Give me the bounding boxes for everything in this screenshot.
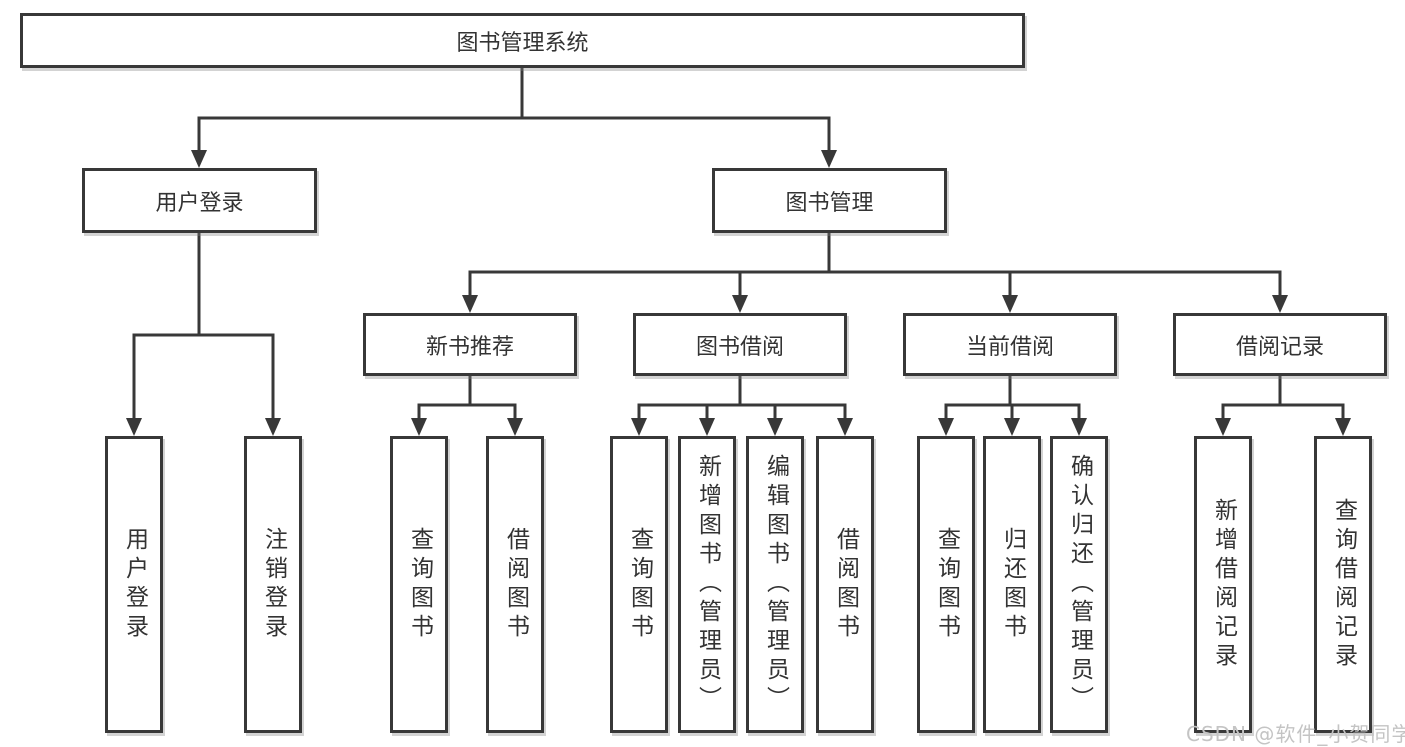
node-label: 新书推荐	[425, 334, 514, 360]
node-book-borrowing: 图书借阅	[633, 313, 847, 376]
node-label: 查询借阅记录	[1330, 497, 1357, 672]
leaf-add-book-admin: 新增图书（管理员）	[678, 436, 736, 733]
leaf-borrow-books-recommend: 借阅图书	[486, 436, 544, 733]
node-user-login: 用户登录	[82, 168, 317, 233]
node-label: 借阅记录	[1235, 334, 1324, 360]
node-library-management-system: 图书管理系统	[20, 13, 1025, 68]
node-book-management: 图书管理	[712, 168, 947, 233]
node-label: 用户登录	[155, 190, 244, 216]
node-label: 图书管理	[785, 190, 874, 216]
leaf-logout: 注销登录	[244, 436, 302, 733]
leaf-edit-book-admin: 编辑图书（管理员）	[746, 436, 804, 733]
leaf-borrow-books-borrowing: 借阅图书	[816, 436, 874, 733]
node-borrowing-records: 借阅记录	[1173, 313, 1387, 376]
node-label: 确认归还（管理员）	[1066, 454, 1093, 715]
node-new-book-recommendation: 新书推荐	[363, 313, 577, 376]
node-label: 图书管理系统	[456, 30, 589, 56]
node-label: 查询图书	[626, 526, 653, 643]
node-label: 新增图书（管理员）	[694, 454, 721, 715]
leaf-user-login: 用户登录	[105, 436, 163, 733]
watermark-text: CSDN @软件_小贺同学	[1186, 722, 1405, 746]
leaf-return-book: 归还图书	[983, 436, 1041, 733]
node-label: 借阅图书	[502, 526, 529, 643]
leaf-query-books-borrowing: 查询图书	[610, 436, 668, 733]
leaf-query-books-current: 查询图书	[917, 436, 975, 733]
node-label: 当前借阅	[965, 334, 1054, 360]
node-label: 编辑图书（管理员）	[762, 454, 789, 715]
leaf-add-borrow-record: 新增借阅记录	[1194, 436, 1252, 733]
node-label: 归还图书	[999, 526, 1026, 643]
node-label: 查询图书	[933, 526, 960, 643]
node-label: 新增借阅记录	[1210, 497, 1237, 672]
leaf-query-books-recommend: 查询图书	[390, 436, 448, 733]
leaf-confirm-return-admin: 确认归还（管理员）	[1050, 436, 1108, 733]
node-label: 图书借阅	[695, 334, 784, 360]
node-label: 用户登录	[121, 526, 148, 643]
node-current-borrowing: 当前借阅	[903, 313, 1117, 376]
node-label: 借阅图书	[832, 526, 859, 643]
leaf-query-borrow-record: 查询借阅记录	[1314, 436, 1372, 733]
node-label: 注销登录	[260, 526, 287, 643]
node-label: 查询图书	[406, 526, 433, 643]
